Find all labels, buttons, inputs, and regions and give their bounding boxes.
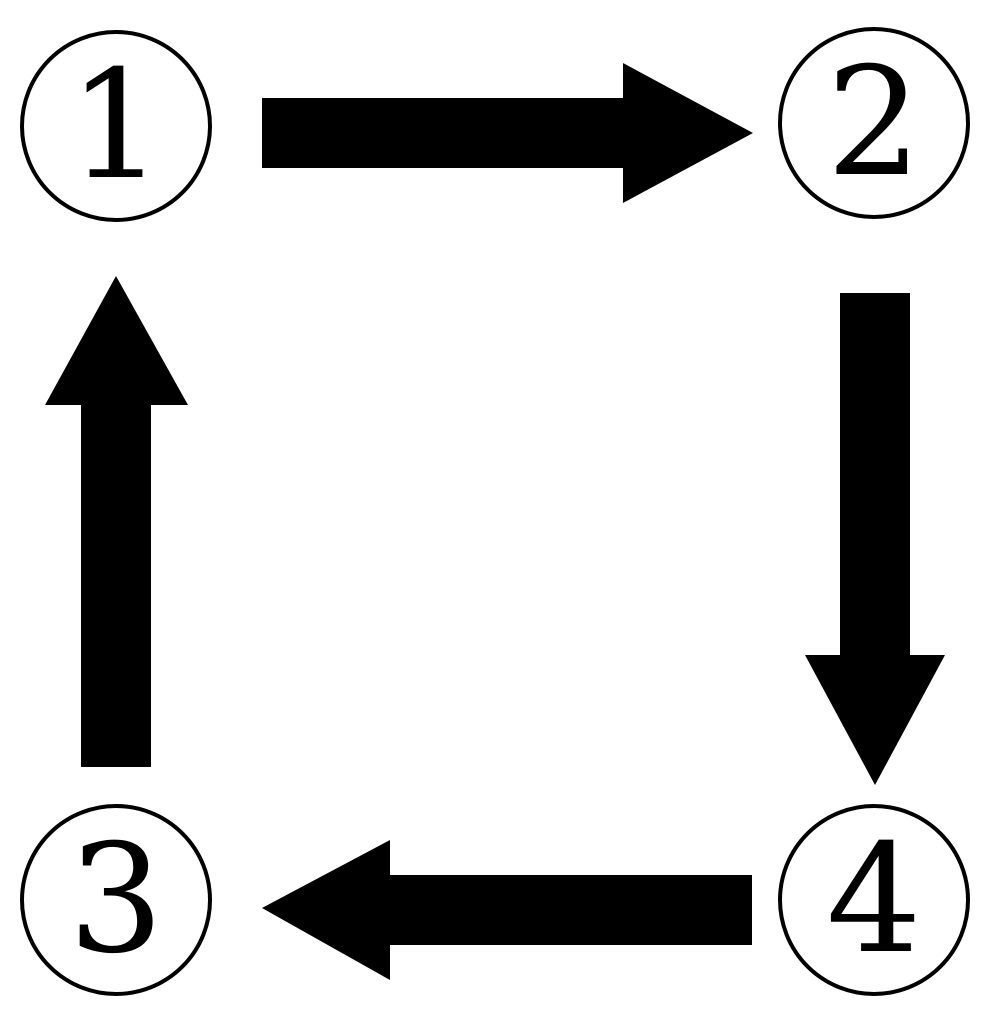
node-2-circle <box>778 27 970 219</box>
arrow-3-to-1 <box>45 276 188 767</box>
node-1: 1 <box>20 30 212 222</box>
node-2-label: 2 <box>826 36 921 210</box>
node-3-label: 3 <box>68 813 163 987</box>
arrow-4-to-3 <box>262 840 752 980</box>
node-2: 2 <box>778 27 970 219</box>
node-4-circle <box>778 804 970 996</box>
node-3: 3 <box>20 804 212 996</box>
node-3-circle <box>20 804 212 996</box>
node-4-label: 4 <box>826 813 921 987</box>
arrow-2-to-4 <box>805 293 945 785</box>
node-1-label: 1 <box>68 39 163 213</box>
node-4: 4 <box>778 804 970 996</box>
arrow-1-to-2 <box>262 63 753 203</box>
node-1-circle <box>20 30 212 222</box>
